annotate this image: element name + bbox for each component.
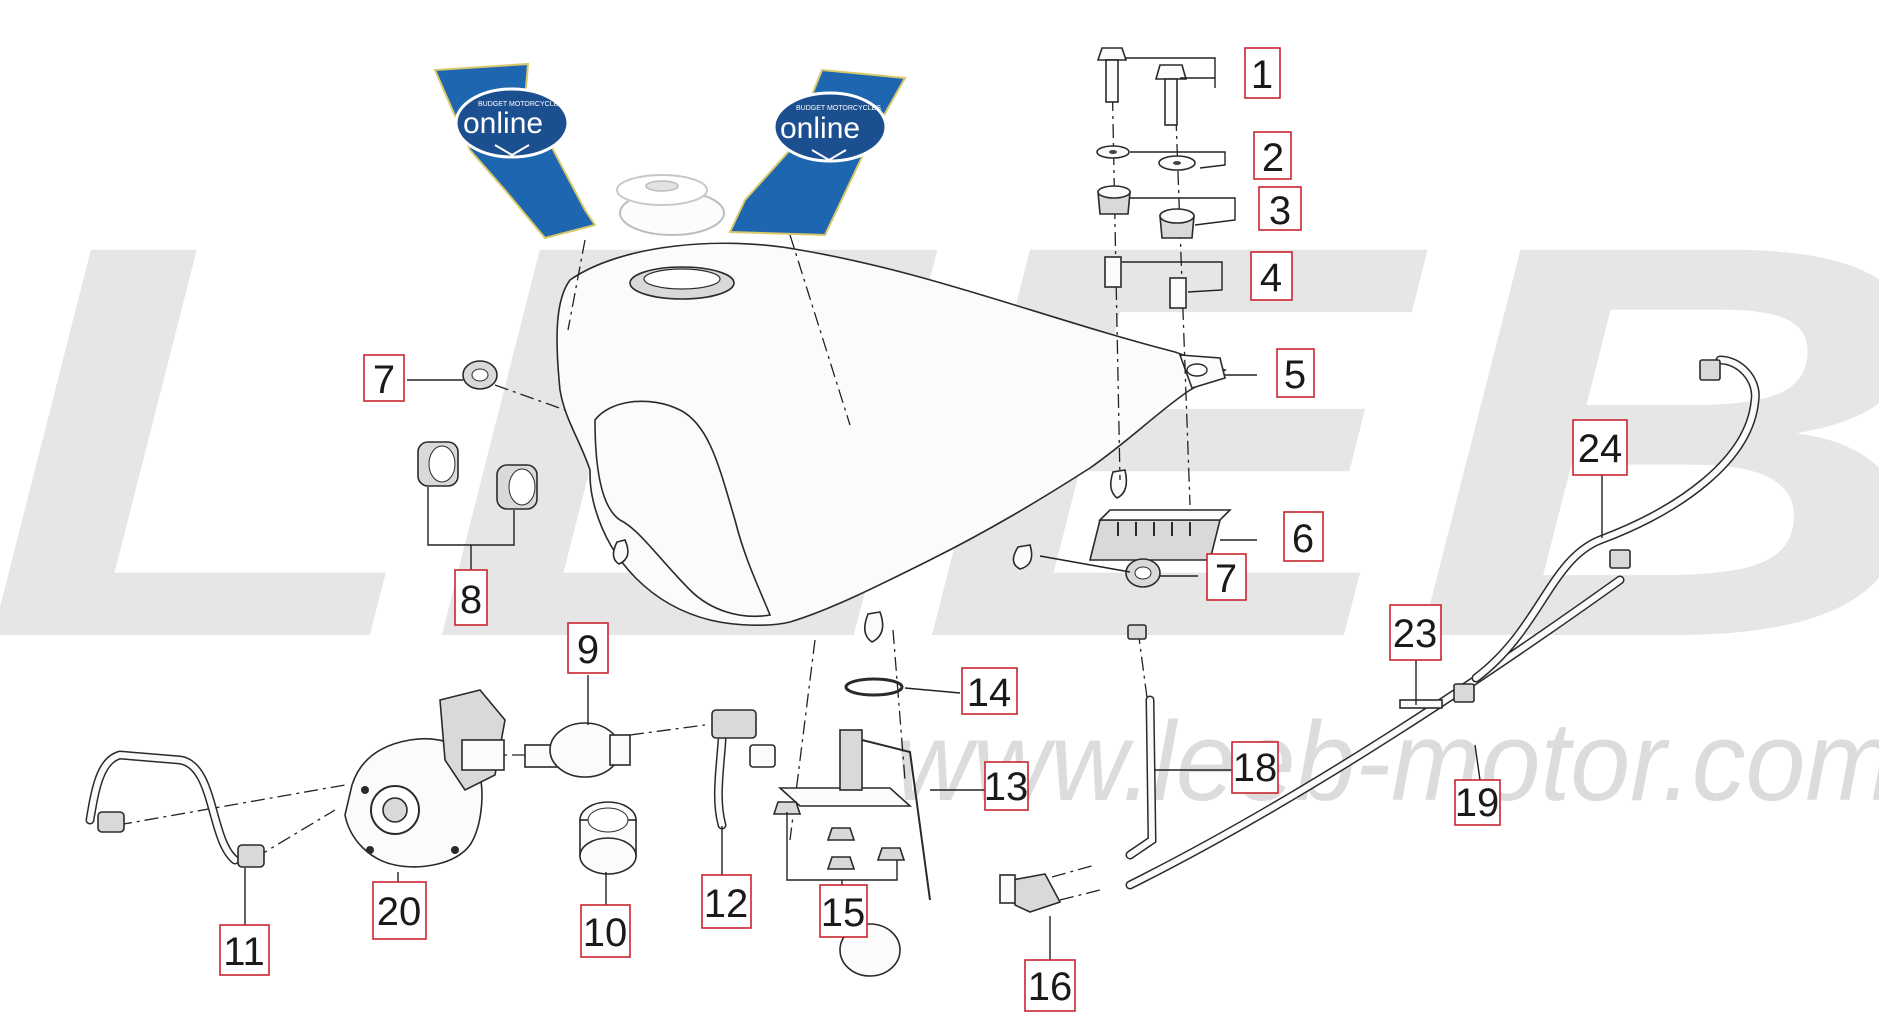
quick-connector — [711, 709, 776, 830]
callout-13-label: 13 — [984, 765, 1029, 809]
callout-9-label: 9 — [577, 628, 599, 672]
fuel-filter — [524, 722, 631, 778]
o-ring — [844, 677, 904, 697]
callout-5-label: 5 — [1284, 353, 1306, 397]
fuel-hose-left — [85, 750, 265, 868]
callout-20-label: 20 — [377, 890, 422, 934]
callout-8: 8 — [454, 569, 488, 626]
callout-11-label: 11 — [223, 930, 265, 974]
overflow-hose — [1471, 355, 1760, 683]
tank-cap-gasket — [616, 174, 725, 236]
watermark-url: www.leeb-motor.com — [895, 699, 1879, 824]
callout-23: 23 — [1389, 604, 1442, 661]
callout-19: 19 — [1454, 779, 1501, 826]
callout-7-upper: 7 — [363, 354, 405, 402]
pin — [1399, 683, 1475, 709]
callout-19-label: 19 — [1455, 781, 1500, 825]
washer-pair — [1096, 145, 1196, 171]
watermark: LEEB www.leeb-motor.com — [0, 128, 1879, 824]
fuel-pump — [344, 689, 506, 868]
emblem-right-text: online — [780, 112, 860, 145]
spacer-pair — [1104, 256, 1187, 309]
callout-7-upper-label: 7 — [373, 358, 395, 402]
clamp-ring — [579, 801, 637, 875]
callout-16: 16 — [1024, 959, 1076, 1012]
grommet-lower — [1125, 558, 1161, 588]
callout-12: 12 — [701, 874, 752, 929]
callout-4-label: 4 — [1260, 256, 1282, 300]
callout-24: 24 — [1572, 419, 1628, 476]
callout-10-label: 10 — [583, 911, 628, 955]
fuel-tank — [556, 242, 1227, 643]
callout-3: 3 — [1258, 186, 1302, 233]
callout-1: 1 — [1244, 47, 1281, 99]
callout-15-label: 15 — [821, 891, 866, 935]
callout-18-label: 18 — [1233, 746, 1278, 790]
drain-hose — [1125, 549, 1631, 890]
callout-24-label: 24 — [1578, 427, 1623, 471]
leader-lines — [244, 57, 1603, 960]
nut-set — [772, 801, 906, 870]
emblem-left-subtext: BUDGET MOTORCYCLES — [478, 101, 563, 108]
callout-2-label: 2 — [1262, 136, 1284, 180]
callout-18: 18 — [1231, 741, 1279, 794]
callout-12-label: 12 — [704, 882, 749, 926]
vent-valve — [999, 873, 1062, 913]
emblem-left: online BUDGET MOTORCYCLES — [433, 62, 597, 240]
fuel-level-sender — [777, 729, 931, 977]
damper-block — [1088, 509, 1232, 561]
callout-16-label: 16 — [1028, 965, 1073, 1009]
breather-hose — [1125, 624, 1157, 860]
callout-11: 11 — [219, 924, 270, 976]
callout-20: 20 — [372, 881, 427, 940]
callout-8-label: 8 — [460, 578, 482, 622]
assembly-lines — [117, 69, 1191, 901]
grommet-upper — [462, 360, 498, 390]
callout-4: 4 — [1250, 251, 1293, 301]
callout-10: 10 — [580, 904, 631, 958]
callout-15: 15 — [819, 884, 868, 938]
callout-7-lower: 7 — [1206, 553, 1247, 601]
callout-9: 9 — [567, 622, 609, 674]
callout-14: 14 — [961, 667, 1018, 715]
callout-5: 5 — [1276, 348, 1315, 398]
knob-pair — [417, 441, 538, 510]
callout-14-label: 14 — [967, 671, 1012, 715]
callout-3-label: 3 — [1269, 189, 1291, 233]
emblem-right-subtext: BUDGET MOTORCYCLES — [796, 105, 881, 112]
callout-6: 6 — [1283, 511, 1324, 562]
callout-6-label: 6 — [1292, 517, 1314, 561]
callout-13: 13 — [984, 761, 1029, 811]
callout-23-label: 23 — [1393, 612, 1438, 656]
callout-2: 2 — [1253, 131, 1292, 180]
bushing-pair — [1097, 185, 1195, 239]
callout-7-lower-label: 7 — [1215, 557, 1237, 601]
emblem-right: online BUDGET MOTORCYCLES — [728, 68, 907, 237]
bolt-pair — [1096, 47, 1188, 126]
callout-1-label: 1 — [1251, 53, 1273, 97]
emblem-left-text: online — [463, 107, 543, 140]
